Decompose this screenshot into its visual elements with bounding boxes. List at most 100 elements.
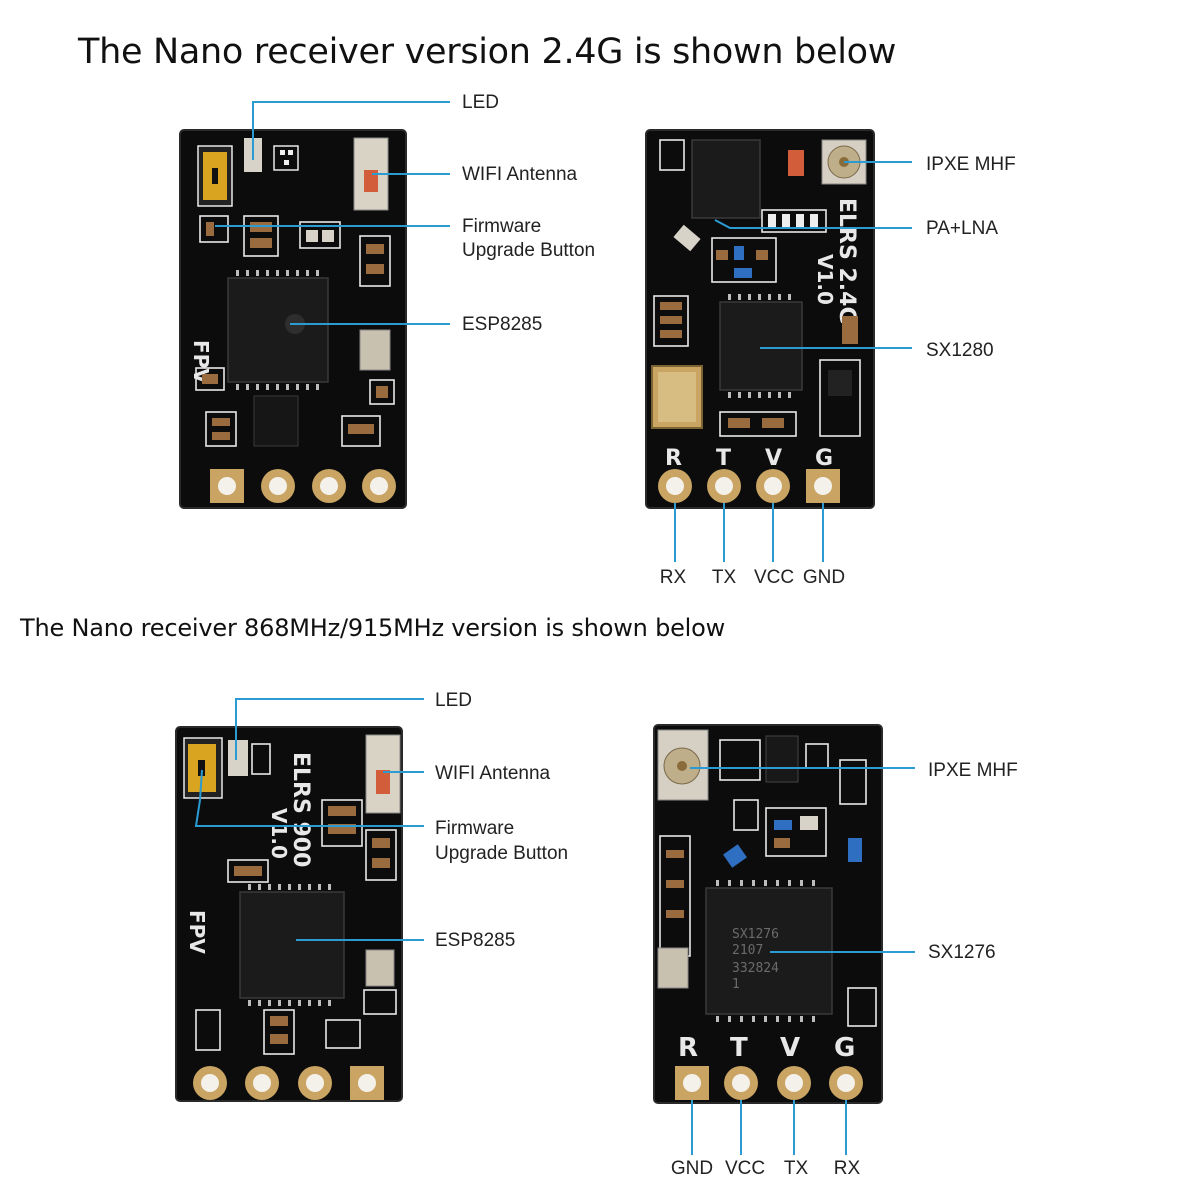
smd-box-d5 <box>733 799 759 831</box>
pin-label-vcc-900: VCC <box>725 1158 765 1179</box>
smd-cap-6a <box>212 418 230 426</box>
smd-d7a <box>666 850 684 858</box>
smd-box-b4 <box>653 295 689 347</box>
smd-c7b <box>270 1034 288 1044</box>
smd-box-d6 <box>765 807 827 857</box>
smd-box-c5 <box>363 989 397 1015</box>
smd-box-b7 <box>719 411 797 437</box>
chip-marking-4: 1 <box>732 977 740 992</box>
silk-r-900: R <box>678 1033 698 1063</box>
pads-900-back <box>675 1066 863 1100</box>
label-wifi-antenna-900: WIFI Antenna <box>435 763 551 784</box>
crystal-top <box>658 372 696 422</box>
smd-b2b <box>782 214 790 228</box>
label-led: LED <box>462 92 499 113</box>
esp8285-chip <box>227 277 329 383</box>
pads-2-4g-front <box>210 469 396 503</box>
label-firmware-900: Firmware <box>435 818 514 839</box>
smd-box-d4 <box>839 759 867 805</box>
pin-label-tx-900: TX <box>784 1158 809 1179</box>
leader-firmware-900 <box>194 769 424 827</box>
smd-box-c2 <box>321 799 363 847</box>
board-2-4g-back: ELRS 2.4G V1.0 R T V G <box>645 129 1016 588</box>
chip-marking-2: 2107 <box>732 943 763 958</box>
label-sx1276: SX1276 <box>928 942 996 963</box>
silk-r: R <box>665 446 682 471</box>
smd-box-d1 <box>719 739 761 781</box>
pin-label-gnd: GND <box>803 567 845 588</box>
smd-b4a <box>660 302 682 310</box>
smd-box-b3 <box>711 237 777 283</box>
smd-b6a <box>828 370 852 396</box>
pin-label-rx: RX <box>660 567 687 588</box>
smd-part-3a <box>306 230 318 242</box>
pa-lna-chip <box>691 139 761 219</box>
crystal <box>359 329 391 371</box>
wifi-antenna-element-900 <box>376 770 390 794</box>
elrs-900-silk: ELRS 900 <box>288 752 313 867</box>
wifi-antenna-element <box>364 170 378 192</box>
smd-c2b <box>328 824 356 834</box>
smd-box-2 <box>243 215 279 257</box>
leader-pa-lna <box>714 219 912 229</box>
board-2-4g-front: FPV LED WIFI Antenna Firmware Upgrade Bu… <box>179 92 595 509</box>
leader-led <box>252 101 450 160</box>
led-component-900 <box>228 740 248 776</box>
label-led-900: LED <box>435 690 472 711</box>
smd-box-b1 <box>659 139 685 171</box>
smd-box-7 <box>341 415 381 447</box>
blue-cap-900-3 <box>723 844 747 868</box>
smd-dot-2 <box>288 150 293 155</box>
label-pa-lna: PA+LNA <box>926 218 998 239</box>
elrs-2-4g-silk: ELRS 2.4G <box>834 198 859 325</box>
smd-red-part <box>788 150 804 176</box>
board-900-back: SX1276 2107 332824 1 R T V G IPXE MHF SX… <box>653 724 1018 1179</box>
blue-cap-2 <box>734 268 752 278</box>
label-ipex-mhf-900: IPXE MHF <box>928 760 1018 781</box>
smd-cap-7 <box>348 424 374 434</box>
smd-res-1 <box>206 222 214 236</box>
silk-t-900: T <box>730 1033 748 1063</box>
smd-d7b <box>666 880 684 888</box>
smd-b5 <box>842 316 858 344</box>
smd-d6b <box>800 816 818 830</box>
smd-box-c7 <box>263 1009 295 1055</box>
smd-b2a <box>768 214 776 228</box>
smd-cap-6b <box>212 432 230 440</box>
sx1276-pins <box>716 880 815 1022</box>
smd-cap-5 <box>202 374 218 384</box>
smd-box-3 <box>299 221 341 249</box>
smd-d2 <box>765 735 799 783</box>
silk-g-900: G <box>834 1033 855 1063</box>
smd-part-3b <box>322 230 334 242</box>
smd-box-d8 <box>847 987 877 1027</box>
ipex-center-900 <box>677 761 687 771</box>
label-upgrade-button-900: Upgrade Button <box>435 843 568 864</box>
smd-box-b2 <box>761 209 827 233</box>
chip-marking-3: 332824 <box>732 961 779 976</box>
crystal-900-front <box>365 949 395 987</box>
smd-angled <box>673 224 701 252</box>
boot-button-nub-900 <box>198 760 205 776</box>
blue-cap-900-2 <box>848 838 862 862</box>
board-900-front: ELRS 900 V1.0 FPV LED <box>175 690 568 1102</box>
crystal-900-back <box>657 947 689 989</box>
smd-cap-2 <box>250 238 272 248</box>
smd-box-c6 <box>195 1009 221 1051</box>
heading-868-915mhz: The Nano receiver 868MHz/915MHz version … <box>20 614 726 642</box>
smd-box-6 <box>205 411 237 447</box>
silk-t: T <box>716 446 731 471</box>
smd-c4 <box>234 866 262 876</box>
sx1280-chip <box>719 301 803 391</box>
smd-box-5 <box>195 367 225 391</box>
label-wifi-antenna: WIFI Antenna <box>462 164 578 185</box>
leader-led-900 <box>235 698 424 760</box>
fpv-silk-900: FPV <box>185 910 209 954</box>
version-silk-900: V1.0 <box>267 808 291 859</box>
smd-cap-4a <box>366 244 384 254</box>
smd-dot-3 <box>284 160 289 165</box>
smd-c3b <box>372 858 390 868</box>
label-upgrade-button: Upgrade Button <box>462 240 595 261</box>
pin-label-vcc: VCC <box>754 567 794 588</box>
